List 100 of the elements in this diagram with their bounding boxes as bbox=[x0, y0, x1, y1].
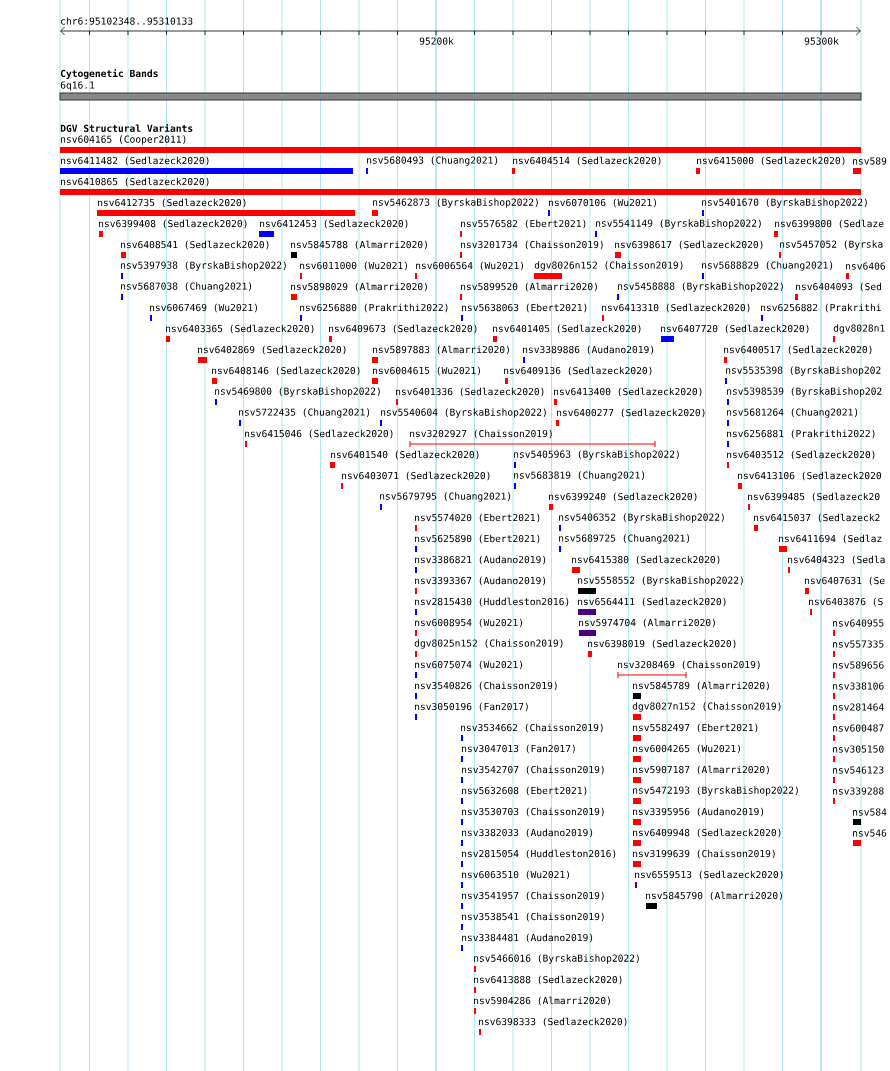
variant-label: nsv5845788 (Almarri2020) bbox=[291, 240, 427, 250]
variant-label: nsv6412453 (Sedlazeck2020) bbox=[260, 219, 408, 229]
variant-label: nsv6400517 (Sedlazeck2020) bbox=[724, 345, 872, 355]
variant-label: nsv5845790 (Almarri2020) bbox=[646, 891, 782, 901]
variant-label: dgv8028n1 bbox=[833, 324, 885, 334]
variant-label: nsv5401670 (ByrskaBishop2022) bbox=[702, 198, 867, 208]
variant-label: nsv6415037 (Sedlazeck2 bbox=[754, 513, 880, 523]
variant-label: nsv5535398 (ByrskaBishop202 bbox=[726, 366, 881, 376]
variant-label: nsv6070106 (Wu2021) bbox=[549, 198, 656, 208]
variant-label: nsv5406352 (ByrskaBishop2022) bbox=[559, 513, 724, 523]
variant-label: nsv3386821 (Audano2019) bbox=[415, 555, 546, 565]
variant-label: nsv6256881 (Prakrithi2022) bbox=[727, 429, 875, 439]
variant-label: dgv8027n152 (Chaisson2019) bbox=[632, 702, 781, 712]
variant-label: dgv8026n152 (Chaisson2019) bbox=[534, 261, 683, 271]
variant-label: nsv3542707 (Chaisson2019) bbox=[462, 765, 604, 775]
variant-label: nsv6411482 (Sedlazeck2020) bbox=[61, 156, 209, 166]
coordinate-label: chr6:95102348..95310133 bbox=[61, 17, 193, 25]
variant-label: nsv6403365 (Sedlazeck2020) bbox=[166, 324, 314, 334]
variant-label: nsv600487 bbox=[833, 724, 884, 732]
variant-label: nsv6401336 (Sedlazeck2020) bbox=[396, 387, 544, 397]
variant-label: nsv6410865 (Sedlazeck2020) bbox=[61, 177, 209, 187]
variant-label: nsv5897883 (Almarri2020) bbox=[373, 345, 509, 355]
variant-label: nsv5689725 (Chuang2021) bbox=[559, 534, 690, 544]
variant-label: nsv6415046 (Sedlazeck2020) bbox=[245, 429, 393, 439]
variant-label: nsv5722435 (Chuang2021) bbox=[239, 408, 370, 418]
variant-label: nsv6407631 (Se bbox=[805, 576, 885, 586]
variant-label: nsv281464 bbox=[833, 703, 884, 711]
tick-label: 95200k bbox=[419, 37, 454, 45]
variant-label: nsv5638063 (Ebert2021) bbox=[462, 303, 587, 313]
variant-label: nsv3395956 (Audano2019) bbox=[633, 807, 764, 817]
variant-label: nsv5974704 (Almarri2020) bbox=[579, 618, 715, 628]
variant-label: nsv6415380 (Sedlazeck2020) bbox=[572, 555, 720, 565]
variant-label: nsv546123 bbox=[833, 766, 884, 774]
variant-label: nsv6412735 (Sedlazeck2020) bbox=[98, 198, 246, 208]
variant-label: nsv640955 bbox=[833, 619, 884, 627]
variant-label: nsv339288 bbox=[833, 787, 884, 795]
variant-label: nsv5625890 (Ebert2021) bbox=[415, 534, 540, 544]
variant-label: nsv6409948 (Sedlazeck2020) bbox=[633, 828, 781, 838]
variant-label: nsv5458888 (ByrskaBishop2022) bbox=[618, 282, 783, 292]
variant-label: nsv6399485 (Sedlazeck20 bbox=[748, 492, 880, 502]
variant-label: nsv3540826 (Chaisson2019) bbox=[415, 681, 557, 691]
variant-label: nsv6404323 (Sedla bbox=[788, 555, 885, 565]
variant-label: nsv3382033 (Audano2019) bbox=[462, 828, 593, 838]
variant-label: nsv5898029 (Almarri2020) bbox=[291, 282, 427, 292]
variant-label: nsv5904286 (Almarri2020) bbox=[474, 996, 610, 1006]
variant-label: nsv5683819 (Chuang2021) bbox=[514, 471, 645, 481]
variant-label: nsv5632608 (Ebert2021) bbox=[462, 786, 587, 796]
variant-label: nsv5681264 (Chuang2021) bbox=[727, 408, 858, 418]
variant-label: nsv3530703 (Chaisson2019) bbox=[462, 807, 604, 817]
variant-label: nsv6399240 (Sedlazeck2020) bbox=[549, 492, 697, 502]
variant-label: nsv6407720 (Sedlazeck2020) bbox=[661, 324, 809, 334]
variant-label: nsv5582497 (Ebert2021) bbox=[633, 723, 758, 733]
variant-label: nsv3541957 (Chaisson2019) bbox=[462, 891, 604, 901]
variant-label: nsv3538541 (Chaisson2019) bbox=[462, 912, 604, 922]
variant-label: nsv6004615 (Wu2021) bbox=[373, 366, 480, 376]
variant-label: nsv5688829 (Chuang2021) bbox=[702, 261, 833, 271]
variant-label: nsv5679795 (Chuang2021) bbox=[380, 492, 511, 502]
variant-label: nsv6413310 (Sedlazeck2020) bbox=[602, 303, 750, 313]
variant-label: nsv5398539 (ByrskaBishop202 bbox=[727, 387, 882, 397]
variant-label: nsv6415000 (Sedlazeck2020) bbox=[697, 156, 845, 166]
variant-label: nsv6256880 (Prakrithi2022) bbox=[300, 303, 448, 313]
variant-label: nsv584 bbox=[853, 808, 887, 816]
variant-label: nsv3393367 (Audano2019) bbox=[415, 576, 546, 586]
variant-label: nsv2815430 (Huddleston2016) bbox=[415, 597, 569, 607]
variant-label: nsv5907187 (Almarri2020) bbox=[633, 765, 769, 775]
variant-label: nsv6403512 (Sedlazeck2020) bbox=[727, 450, 875, 460]
variant-label: nsv5472193 (ByrskaBishop2022) bbox=[633, 786, 798, 796]
variant-label: nsv5397938 (ByrskaBishop2022) bbox=[121, 261, 286, 271]
variant-label: nsv3534662 (Chaisson2019) bbox=[461, 723, 603, 733]
variant-label: nsv6403876 (S bbox=[809, 597, 883, 607]
variant-label: nsv6401405 (Sedlazeck2020) bbox=[493, 324, 641, 334]
variant-label: nsv6409136 (Sedlazeck2020) bbox=[504, 366, 652, 376]
variant-label: nsv6256882 (Prakrithi bbox=[761, 303, 881, 313]
variant-label: nsv6413888 (Sedlazeck2020) bbox=[474, 975, 622, 985]
variant-label: nsv6559513 (Sedlazeck2020) bbox=[635, 870, 783, 880]
variant-label: nsv5680493 (Chuang2021) bbox=[367, 156, 498, 166]
variant-label: nsv5687038 (Chuang2021) bbox=[121, 282, 252, 292]
variant-label: nsv6413106 (Sedlazeck2020 bbox=[738, 471, 882, 481]
variant-label: nsv5845789 (Almarri2020) bbox=[633, 681, 769, 691]
variant-label: nsv3389886 (Audano2019) bbox=[523, 345, 654, 355]
variant-label: nsv5469800 (ByrskaBishop2022) bbox=[215, 387, 380, 397]
variant-label: nsv6413400 (Sedlazeck2020) bbox=[554, 387, 702, 397]
variant-label: nsv6075074 (Wu2021) bbox=[415, 660, 522, 670]
variant-label: nsv6404514 (Sedlazeck2020) bbox=[513, 156, 661, 166]
variant-label: nsv6008954 (Wu2021) bbox=[415, 618, 522, 628]
variant-label: nsv5466016 (ByrskaBishop2022) bbox=[474, 954, 639, 964]
variant-label: nsv3384481 (Audano2019) bbox=[462, 933, 593, 943]
track-title: Cytogenetic Bands bbox=[60, 69, 158, 79]
variant-label: nsv3199639 (Chaisson2019) bbox=[633, 849, 775, 859]
variant-label: nsv305150 bbox=[833, 745, 884, 753]
variant-label: nsv3201734 (Chaisson2019) bbox=[461, 240, 603, 250]
variant-label: nsv2815054 (Huddleston2016) bbox=[462, 849, 616, 859]
variant-label: nsv6006564 (Wu2021) bbox=[416, 261, 523, 271]
band-label: 6q16.1 bbox=[60, 81, 95, 91]
tick-label: 95300k bbox=[804, 37, 839, 45]
variant-label: nsv6400277 (Sedlazeck2020) bbox=[557, 408, 705, 418]
variant-label: nsv6398617 (Sedlazeck2020) bbox=[615, 240, 763, 250]
variant-label: nsv5899520 (Almarri2020) bbox=[461, 282, 597, 292]
track-title: DGV Structural Variants bbox=[60, 124, 193, 132]
variant-label: nsv3208469 (Chaisson2019) bbox=[618, 660, 760, 670]
